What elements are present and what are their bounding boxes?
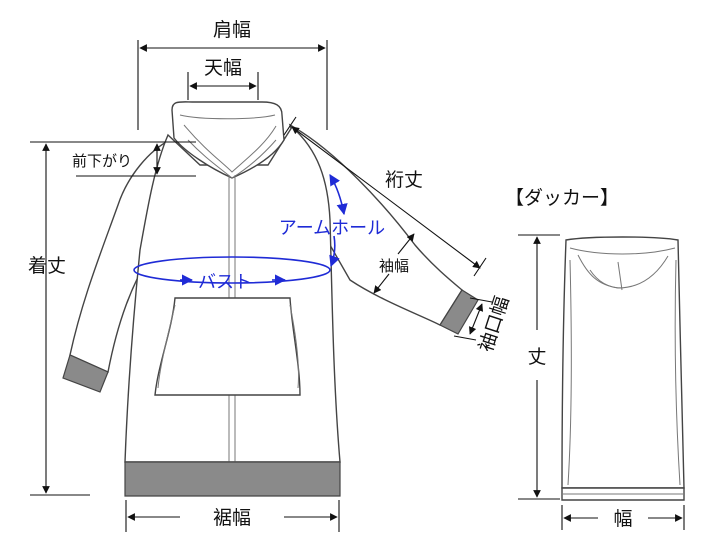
dim-front-drop: 前下がり [72, 141, 196, 177]
label-armhole: アームホール [279, 218, 385, 239]
label-hem-width: 裾幅 [213, 507, 251, 529]
left-sleeve [69, 138, 171, 373]
left-cuff [62, 354, 109, 393]
dim-neck-width: 天幅 [187, 57, 259, 100]
dim-armhole: アームホール [279, 174, 385, 268]
duffel-title: 【ダッカー】 [505, 187, 619, 209]
dim-duffel-width: 幅 [561, 505, 685, 530]
dim-hem-width: 裾幅 [125, 500, 340, 532]
duffel-body [561, 236, 685, 489]
label-body-length: 着丈 [28, 255, 66, 277]
right-cuff [439, 289, 479, 335]
dim-bust: バスト [133, 256, 331, 293]
duffel-illustration [561, 236, 685, 501]
dim-shoulder-width: 肩幅 [137, 19, 328, 130]
hood [171, 101, 285, 179]
label-duffel-length: 丈 [527, 346, 546, 368]
label-neck-width: 天幅 [204, 57, 242, 79]
label-bust: バスト [198, 272, 252, 293]
dim-body-length: 着丈 [28, 141, 90, 496]
label-front-drop: 前下がり [72, 152, 132, 170]
label-sleeve-length: 裄丈 [385, 169, 423, 191]
label-sleeve-width: 袖幅 [379, 257, 409, 275]
hem-rib [124, 461, 341, 497]
dim-duffel-length: 丈 [518, 234, 560, 500]
label-duffel-width: 幅 [613, 508, 632, 530]
dim-sleeve-length: 裄丈 [283, 116, 487, 277]
dim-sleeve-width: 袖幅 [373, 233, 415, 294]
label-cuff-width: 袖口幅 [475, 294, 514, 355]
kangaroo-pocket [154, 297, 301, 396]
label-shoulder-width: 肩幅 [213, 19, 251, 41]
